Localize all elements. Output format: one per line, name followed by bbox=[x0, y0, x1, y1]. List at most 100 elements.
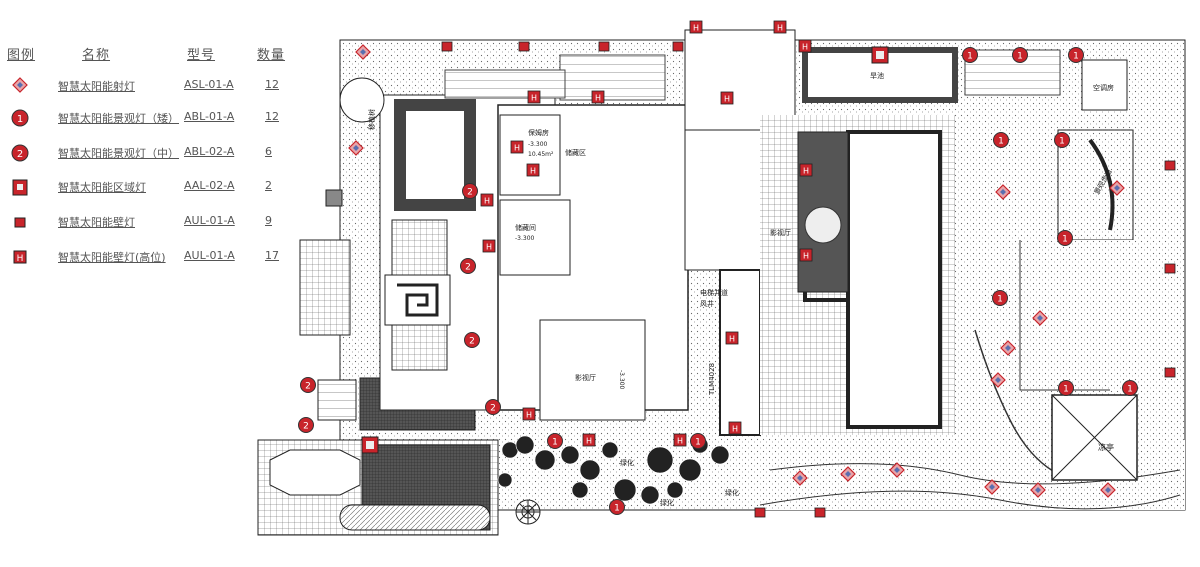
legend-row-landscape-mid: 2 智慧太阳能景观灯（中） ABL-02-A 6 bbox=[0, 143, 300, 173]
legend-model: AUL-01-A bbox=[184, 249, 235, 262]
maid-area-label: 10.45m² bbox=[528, 151, 554, 158]
landscape-light-low-icon: 1 bbox=[1054, 132, 1070, 148]
svg-text:H: H bbox=[693, 24, 699, 33]
legend-model: ABL-01-A bbox=[184, 110, 235, 123]
wall-light-high-icon: H bbox=[591, 90, 605, 104]
north-steps-2 bbox=[444, 69, 566, 99]
landscape-light-mid-icon: 2 bbox=[485, 399, 501, 415]
svg-text:H: H bbox=[729, 335, 735, 344]
legend-header-qty: 数量 bbox=[257, 48, 286, 63]
wine-label: 储藏间 bbox=[515, 223, 536, 232]
maid-level-label: -3.300 bbox=[528, 141, 548, 148]
pavilion-roof bbox=[1051, 394, 1138, 481]
svg-text:1: 1 bbox=[1059, 137, 1065, 147]
cinema-room bbox=[539, 319, 646, 421]
svg-text:1: 1 bbox=[1017, 52, 1023, 62]
spotlight-diamond-icon bbox=[1109, 180, 1125, 196]
wall-light-icon bbox=[754, 507, 766, 518]
tree-label: 移植树 bbox=[367, 109, 376, 130]
garden-path-edge bbox=[769, 463, 1181, 485]
legend-qty: 6 bbox=[265, 145, 272, 158]
elevator-label: 电梯井道 bbox=[700, 288, 728, 297]
spotlight-diamond-icon bbox=[995, 184, 1011, 200]
legend-name: 智慧太阳能射灯 bbox=[58, 80, 135, 93]
wall-light-icon bbox=[1164, 367, 1176, 378]
area-light-icon bbox=[12, 179, 28, 196]
planter-box bbox=[394, 99, 476, 211]
pavilion-label: 凉亭 bbox=[1098, 442, 1114, 452]
svg-text:H: H bbox=[732, 425, 738, 434]
pool-hall bbox=[846, 130, 942, 429]
landscape-light-mid-icon: 2 bbox=[460, 258, 476, 274]
medallion bbox=[804, 206, 842, 244]
legend-row-wall-high: H 智慧太阳能壁灯(高位) AUL-01-A 17 bbox=[0, 247, 300, 277]
legend-name: 智慧太阳能景观灯（矮） bbox=[58, 112, 179, 125]
legend-model: AUL-01-A bbox=[184, 214, 235, 227]
spotlight-diamond-icon bbox=[1100, 482, 1116, 498]
svg-text:H: H bbox=[595, 94, 601, 103]
theater-label: 影视厅 bbox=[770, 228, 791, 237]
spotlight-diamond-icon bbox=[1032, 310, 1048, 326]
svg-text:1: 1 bbox=[17, 114, 23, 125]
wall-light-high-icon: H bbox=[582, 433, 596, 447]
svg-text:H: H bbox=[526, 411, 532, 420]
west-stair bbox=[299, 239, 351, 336]
wall-light-high-icon: H bbox=[799, 163, 813, 177]
wall-light-icon bbox=[518, 41, 530, 52]
landscape-light-low-icon: 1 bbox=[1057, 230, 1073, 246]
landscape-light-mid-icon: 2 bbox=[11, 144, 29, 162]
dark-panel bbox=[797, 131, 849, 293]
area-light-icon bbox=[361, 436, 379, 454]
garden-path-edge bbox=[759, 490, 1181, 510]
svg-text:1: 1 bbox=[552, 438, 558, 448]
ac-room bbox=[1081, 59, 1128, 111]
legend-header-symbol: 图例 bbox=[7, 48, 36, 63]
svg-text:1: 1 bbox=[967, 52, 973, 62]
wall-light-high-icon: H bbox=[720, 91, 734, 105]
svg-text:H: H bbox=[530, 167, 536, 176]
wall-light-icon bbox=[441, 41, 453, 52]
landscape-light-low-icon: 1 bbox=[993, 132, 1009, 148]
landscape-light-mid-icon: 2 bbox=[300, 377, 316, 393]
legend-row-landscape-low: 1 智慧太阳能景观灯（矮） ABL-01-A 12 bbox=[0, 108, 300, 138]
wall-light-icon bbox=[1164, 263, 1176, 274]
meander-motif bbox=[397, 283, 439, 317]
svg-text:H: H bbox=[803, 167, 809, 176]
spotlight-diamond-icon bbox=[840, 466, 856, 482]
dry-garden-label: 旱池 bbox=[870, 71, 884, 80]
landscape-light-low-icon: 1 bbox=[1068, 47, 1084, 63]
svg-text:1: 1 bbox=[997, 295, 1003, 305]
star-plant bbox=[515, 499, 541, 525]
legend-name: 智慧太阳能景观灯（中） bbox=[58, 147, 179, 160]
wall-light-high-icon: H bbox=[689, 20, 703, 34]
legend-qty: 12 bbox=[265, 78, 279, 91]
maid-room-label: 保姆房 bbox=[528, 128, 549, 137]
spotlight-diamond-icon bbox=[889, 462, 905, 478]
green-label: 绿化 bbox=[725, 488, 739, 497]
wall-light-high-icon: H bbox=[799, 248, 813, 262]
svg-text:H: H bbox=[484, 197, 490, 206]
svg-text:H: H bbox=[531, 94, 537, 103]
wall-light-icon bbox=[1164, 160, 1176, 171]
svg-text:H: H bbox=[724, 95, 730, 104]
legend-name: 智慧太阳能壁灯 bbox=[58, 216, 135, 229]
legend-model: ASL-01-A bbox=[184, 78, 234, 91]
svg-text:2: 2 bbox=[490, 404, 496, 414]
spotlight-diamond-icon bbox=[1000, 340, 1016, 356]
legend-qty: 2 bbox=[265, 179, 272, 192]
wall-light-high-icon: H bbox=[526, 163, 540, 177]
wall-light-high-icon: H bbox=[480, 193, 494, 207]
north-steps bbox=[559, 54, 666, 101]
area-light-icon bbox=[871, 46, 889, 64]
legend: 图例 名称 型号 数量 智慧太阳能射灯 ASL-01-A 12 1 智慧太阳能景… bbox=[0, 0, 300, 300]
shaft-label: 风井 bbox=[700, 299, 714, 308]
grid-court bbox=[391, 219, 448, 276]
landscape-light-mid-icon: 2 bbox=[464, 332, 480, 348]
wall-light-high-icon: H bbox=[510, 140, 524, 154]
legend-model: ABL-02-A bbox=[184, 145, 235, 158]
legend-row-wall: 智慧太阳能壁灯 AUL-01-A 9 bbox=[0, 212, 300, 242]
svg-text:2: 2 bbox=[303, 422, 309, 432]
svg-text:2: 2 bbox=[465, 263, 471, 273]
